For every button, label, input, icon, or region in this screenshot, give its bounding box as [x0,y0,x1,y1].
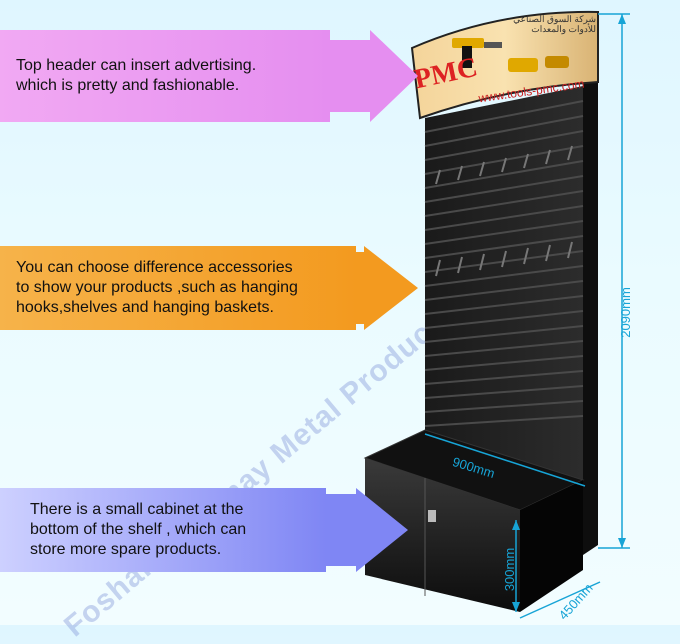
arrow-right-icon [326,488,408,572]
callout-top-header: Top header can insert advertising. which… [0,30,420,122]
cabinet-lock [428,510,436,522]
width-dimension-line [424,433,586,487]
stand-side-post [583,16,598,555]
sign-arabic-text: شركة السوق الصناعي للأدوات والمعدات [513,14,596,34]
callout-top-text: Top header can insert advertising. which… [0,30,330,122]
cabinet-front [365,458,520,612]
hanging-hooks [435,145,573,277]
cabinet-side [520,480,583,612]
callout-cabinet: There is a small cabinet at the bottom o… [0,488,410,572]
drill-graphic [452,38,569,72]
display-stand-illustration [363,10,630,619]
arrow-right-icon [356,246,418,330]
depth-dimension-line [519,581,601,619]
callout-middle-text: You can choose difference accessories to… [0,246,356,330]
cabinet-height-label: 300mm [502,547,518,592]
callout-accessories: You can choose difference accessories to… [0,246,420,330]
callout-bottom-text: There is a small cabinet at the bottom o… [0,488,326,572]
height-label: 2090mm [617,287,633,338]
arrow-right-icon [330,30,418,122]
